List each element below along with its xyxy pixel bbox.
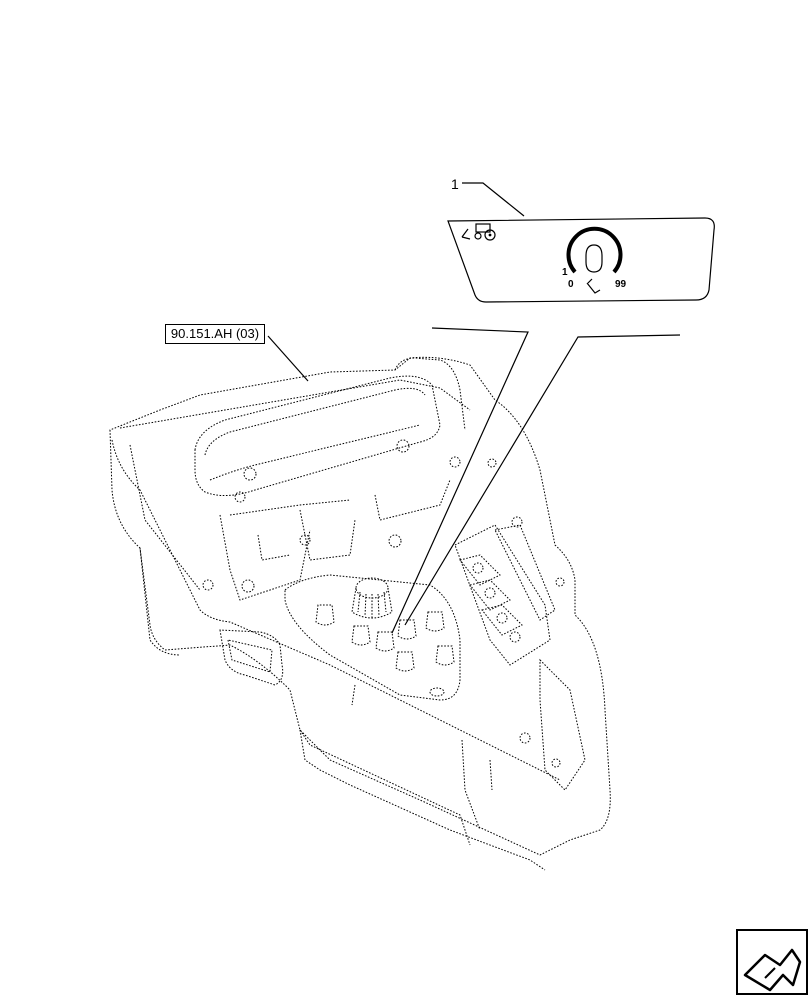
callout-number: 1 [451, 176, 459, 192]
small-control-knobs [315, 604, 455, 697]
switch-panel [454, 524, 556, 666]
decal-location-leaders [391, 327, 681, 634]
main-control-knob [351, 577, 393, 619]
tractor-icon [474, 223, 496, 241]
decal-label-max: 99 [615, 279, 627, 290]
armrest-console [109, 356, 611, 871]
decal-label-min-top: 1 [562, 267, 568, 278]
hitch-icon [461, 228, 471, 240]
decal-label-min-bottom: 0 [568, 279, 574, 290]
reference-label[interactable]: 90.151.AH (03) [165, 324, 265, 344]
dial-icon [566, 226, 623, 294]
callout-leader [462, 182, 525, 217]
reference-leader [267, 335, 309, 382]
next-page-arrow-icon[interactable] [736, 929, 808, 995]
control-decal: 1 0 99 [447, 217, 715, 303]
